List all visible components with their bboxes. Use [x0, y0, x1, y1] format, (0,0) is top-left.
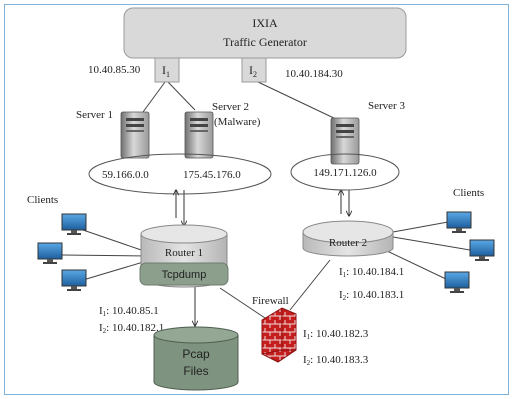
server-1: Server 1	[76, 109, 150, 159]
port-i2	[241, 57, 267, 83]
link-i1-server1	[142, 81, 166, 113]
server-1-label: Server 1	[76, 109, 113, 121]
link-i2-server3	[257, 81, 339, 121]
tcpdump-box	[139, 262, 229, 286]
port-i1	[154, 57, 180, 83]
network-2-ellipse	[290, 153, 400, 191]
router-2-label: Router 2	[329, 237, 367, 249]
firewall-icon	[261, 307, 297, 363]
router-2-interfaces: I1: 10.40.184.1 I2: 10.40.183.1	[339, 266, 404, 302]
port-i2-ip: 10.40.184.30	[285, 68, 343, 80]
link-router2-client2	[392, 236, 471, 251]
monitor-icon	[61, 213, 87, 235]
monitor-icon	[469, 239, 495, 261]
traffic-generator: IXIA Traffic Generator I1 I2 10.40.85.30…	[88, 7, 407, 83]
network-1-ellipse	[88, 153, 272, 195]
router-1-iface-1: I1: 10.40.85.1	[99, 305, 159, 318]
monitor-icon	[37, 242, 63, 264]
firewall-iface-2: I2: 10.40.183.3	[303, 354, 369, 367]
link-router2-client3	[384, 249, 449, 281]
connection-lines	[61, 81, 471, 319]
router-1-label: Router 1	[165, 247, 203, 259]
firewall-iface-1: I1: 10.40.182.3	[303, 328, 369, 341]
link-router1-client3	[82, 259, 151, 281]
arrows	[176, 190, 349, 326]
port-i2-label: I2	[249, 63, 257, 79]
router-2: Router 2	[302, 220, 394, 257]
server-2: Server 2 (Malware)	[184, 101, 261, 159]
database-icon	[153, 326, 239, 391]
link-router2-client1	[392, 221, 449, 233]
port-i1-label: I1	[162, 63, 170, 79]
server-2-label: Server 2	[212, 101, 249, 113]
link-router2-firewall	[289, 259, 331, 311]
pcap-label-1: Pcap	[182, 347, 210, 361]
server-3: Server 3	[330, 100, 405, 165]
link-router1-client1	[82, 229, 151, 254]
router-2-iface-1: I1: 10.40.184.1	[339, 266, 404, 279]
network-2-address: 149.171.126.0	[313, 167, 377, 179]
router-1-interfaces: I1: 10.40.85.1 I2: 10.40.182.1	[99, 305, 164, 335]
monitor-icon	[61, 269, 87, 291]
server-icon	[120, 111, 150, 159]
firewall-label: Firewall	[252, 295, 289, 307]
port-i1-ip: 10.40.85.30	[88, 64, 141, 76]
network-2: 149.171.126.0	[290, 153, 400, 191]
router-1: Router 1 Tcpdump	[139, 224, 229, 288]
link-router1-client2	[61, 254, 151, 257]
server-2-note: (Malware)	[214, 116, 261, 128]
clients-right-label: Clients	[453, 187, 484, 199]
server-3-label: Server 3	[368, 100, 405, 112]
firewall: Firewall I1: 10.40.182.3 I2: 10.40.183.3	[252, 295, 369, 367]
link-i1-server2	[167, 81, 196, 111]
generator-title: IXIA	[252, 16, 278, 30]
network-1a-address: 59.166.0.0	[102, 169, 149, 181]
pcap-files: Pcap Files	[153, 326, 239, 391]
tcpdump-label: Tcpdump	[162, 269, 207, 281]
router-2-top	[302, 220, 394, 244]
server-icon	[184, 111, 214, 159]
generator-subtitle: Traffic Generator	[223, 35, 307, 49]
link-router1-firewall	[219, 287, 266, 319]
router-1-top	[140, 224, 228, 244]
pcap-label-2: Files	[183, 364, 208, 378]
clients-left-label: Clients	[27, 194, 58, 206]
network-1b-address: 175.45.176.0	[183, 169, 241, 181]
router-1-iface-2: I2: 10.40.182.1	[99, 322, 164, 335]
server-icon	[330, 117, 360, 165]
router-2-iface-2: I2: 10.40.183.1	[339, 289, 404, 302]
monitor-icon	[446, 211, 472, 233]
monitor-icon	[444, 271, 470, 293]
network-1: 59.166.0.0 175.45.176.0	[88, 153, 272, 195]
